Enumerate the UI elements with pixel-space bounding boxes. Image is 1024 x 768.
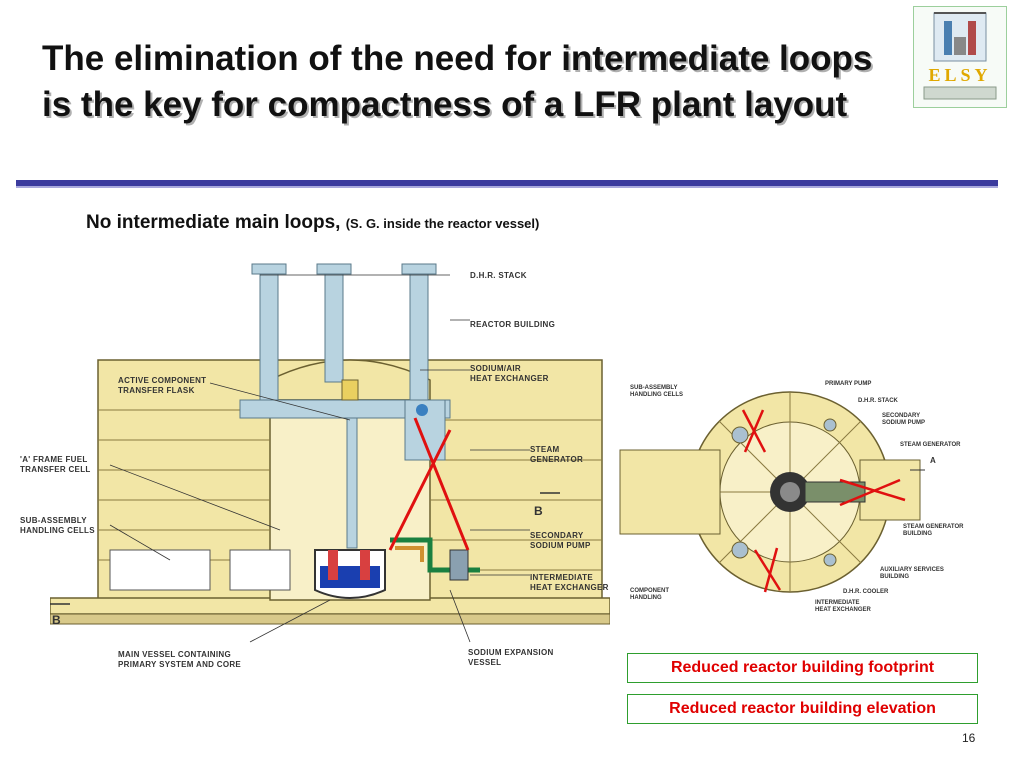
plan-label-aux-1: AUXILIARY SERVICES: [880, 567, 944, 573]
plan-label-secondary-pump-2: SODIUM PUMP: [882, 420, 926, 426]
label-ihx-1: INTERMEDIATE: [530, 573, 594, 582]
plan-label-aux-2: BUILDING: [880, 574, 909, 580]
plan-label-sub-assembly-2: HANDLING CELLS: [630, 392, 683, 398]
elevation-drawing: [50, 263, 610, 643]
label-steam-gen-2: GENERATOR: [530, 455, 584, 464]
elsy-logo: ELSY: [913, 6, 1007, 108]
title-part-1: The elimination of the need for: [42, 39, 562, 78]
label-sodium-air-hx-1: SODIUM/AIR: [470, 364, 521, 373]
plan-label-dhr-stack: D.H.R. STACK: [858, 398, 898, 404]
plan-label-steam-gen: STEAM GENERATOR: [900, 442, 961, 448]
logo-reactor-graphic: [923, 12, 997, 100]
plan-label-component-2: HANDLING: [630, 595, 662, 601]
label-sub-assembly-1: SUB-ASSEMBLY: [20, 516, 87, 525]
callout-footprint: Reduced reactor building footprint: [627, 653, 978, 683]
label-sub-assembly-2: HANDLING CELLS: [20, 526, 95, 535]
label-ihx-2: HEAT EXCHANGER: [530, 583, 609, 592]
slide-subtitle: No intermediate main loops, (S. G. insid…: [86, 212, 539, 234]
label-expansion-1: SODIUM EXPANSION: [468, 648, 554, 657]
title-divider-shadow: [16, 186, 998, 188]
callout-elevation: Reduced reactor building elevation: [627, 694, 978, 724]
label-expansion-2: VESSEL: [468, 658, 502, 667]
plan-label-secondary-pump-1: SECONDARY: [882, 413, 921, 419]
subtitle-main: No intermediate main loops,: [86, 212, 346, 233]
label-reactor-building: REACTOR BUILDING: [470, 320, 556, 329]
label-a-frame-2: TRANSFER CELL: [20, 465, 91, 474]
plan-label-section-a: A: [930, 456, 937, 465]
title-part-2: intermediate loops is the key for compac…: [42, 39, 873, 124]
label-a-frame-1: 'A' FRAME FUEL: [20, 455, 88, 464]
label-main-vessel-2: PRIMARY SYSTEM AND CORE: [118, 660, 242, 669]
label-secondary-pump-1: SECONDARY: [530, 531, 584, 540]
label-main-vessel-1: MAIN VESSEL CONTAINING: [118, 650, 231, 659]
page-number: 16: [962, 731, 976, 745]
plan-label-ihx-2: HEAT EXCHANGER: [815, 607, 871, 613]
subtitle-note: (S. G. inside the reactor vessel): [345, 216, 540, 231]
label-active-flask-1: ACTIVE COMPONENT: [118, 376, 207, 385]
plan-label-component-1: COMPONENT: [630, 588, 669, 594]
plan-label-sub-assembly-1: SUB-ASSEMBLY: [630, 385, 678, 391]
label-sodium-air-hx-2: HEAT EXCHANGER: [470, 374, 549, 383]
slide-title: The elimination of the need for intermed…: [42, 36, 892, 128]
plan-label-ihx-1: INTERMEDIATE: [815, 600, 860, 606]
plan-drawing: [619, 391, 925, 593]
title-divider: [16, 180, 998, 186]
label-dhr-stack: D.H.R. STACK: [470, 271, 527, 280]
plan-label-sg-building-1: STEAM GENERATOR: [903, 524, 964, 530]
label-section-b-right: B: [534, 504, 543, 518]
label-section-b-left: B: [52, 613, 61, 627]
label-active-flask-2: TRANSFER FLASK: [118, 386, 195, 395]
plan-label-primary-pump: PRIMARY PUMP: [825, 381, 872, 387]
label-steam-gen-1: STEAM: [530, 445, 560, 454]
logo-text: ELSY: [928, 65, 992, 85]
plan-label-sg-building-2: BUILDING: [903, 531, 932, 537]
label-secondary-pump-2: SODIUM PUMP: [530, 541, 591, 550]
plan-label-dhr-cooler: D.H.R. COOLER: [843, 589, 889, 595]
